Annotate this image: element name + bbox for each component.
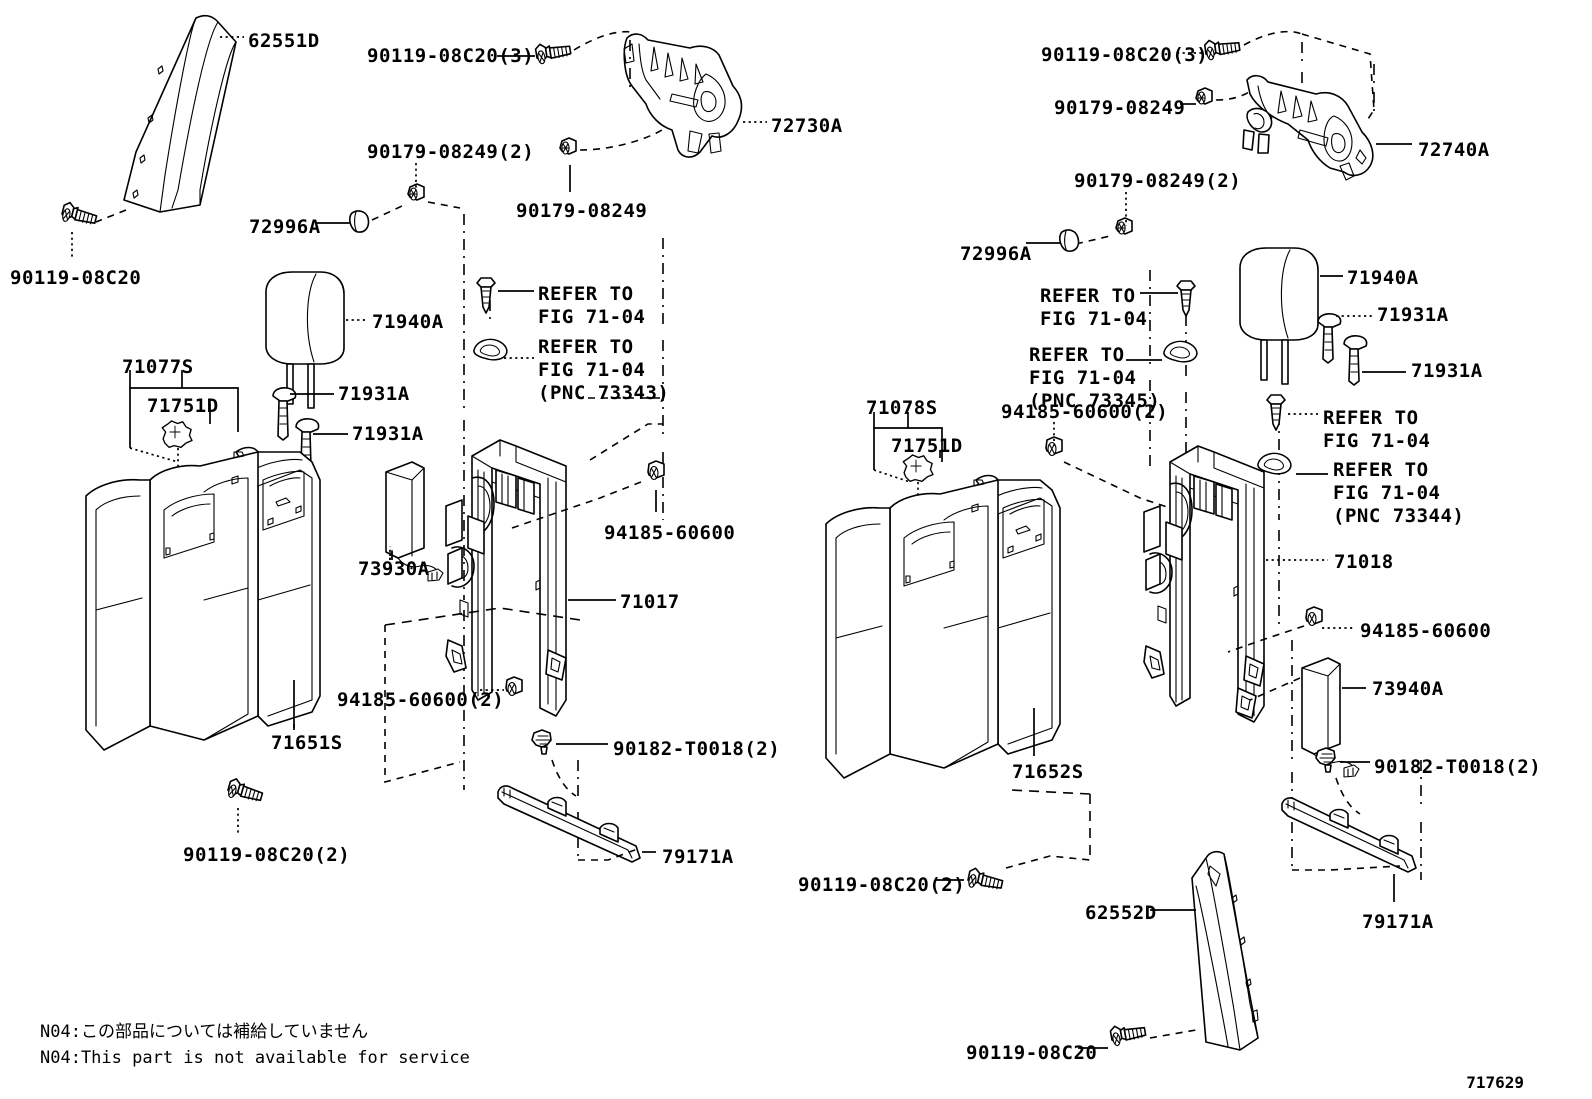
part-label-90119-08c20-right: 90119-08C20: [966, 1042, 1098, 1064]
refer-note-fig71-04-pnc73345: REFER TO FIG 71-04 (PNC 73345): [1029, 344, 1161, 412]
part-90119-bolt-right-2x: [965, 866, 1005, 895]
part-label-71018: 71018: [1334, 551, 1394, 573]
part-71940a-headrest-left: [265, 271, 345, 409]
part-90119-bolt-left-3x: [534, 39, 573, 66]
part-label-73930a: 73930A: [358, 558, 430, 580]
refer-note-fig71-04-pnc73344: REFER TO FIG 71-04 (PNC 73344): [1333, 459, 1465, 527]
part-label-90119-08c20: 90119-08C20: [10, 267, 142, 289]
part-62552d-trim: [1191, 850, 1259, 1051]
part-refer-bolt-left: [476, 277, 496, 314]
part-label-71651s: 71651S: [271, 732, 343, 754]
part-label-71931a-right-b: 71931A: [1411, 360, 1483, 382]
part-label-71652s: 71652S: [1012, 761, 1084, 783]
part-71018-frame-right: [1143, 445, 1265, 723]
footnote-n04-english: N04:This part is not available for servi…: [40, 1048, 470, 1068]
refer-note-fig71-04-left-1: REFER TO FIG 71-04: [538, 283, 646, 328]
part-71931a-bolt-left-a: [272, 387, 297, 441]
leader-62551d-bolt: [95, 209, 127, 223]
part-label-71931a-left-b: 71931A: [352, 423, 424, 445]
part-refer-guide-left: [473, 338, 508, 361]
part-94185-nut-right-mid: [1305, 606, 1323, 627]
part-71652s-seatback-right: [825, 474, 1061, 779]
part-90182-clip-right: [1315, 747, 1336, 773]
part-label-90119-08c20-3: 90119-08C20(3): [367, 45, 535, 67]
part-label-71751d-left: 71751D: [147, 395, 219, 417]
part-label-72740a: 72740A: [1418, 139, 1490, 161]
part-label-62551d: 62551D: [248, 30, 320, 52]
part-73940a-module-right: [1301, 657, 1360, 778]
part-90119-bolt-left-2x: [225, 776, 266, 807]
part-label-90119-08c20-2-right: 90119-08C20(2): [798, 874, 966, 896]
part-label-79171a-left: 79171A: [662, 846, 734, 868]
part-label-71017: 71017: [620, 591, 680, 613]
part-72996a-cap: [349, 210, 370, 233]
part-90179-nut-right-2: [1115, 217, 1133, 235]
part-label-90119-08c20-3-right: 90119-08C20(3): [1041, 44, 1209, 66]
part-72740a-bracket: [1242, 74, 1374, 181]
part-71931a-bolt-right-a: [1317, 313, 1342, 364]
part-90119-bolt-right-1: [1108, 1020, 1148, 1048]
part-71751d-clip: [161, 420, 193, 448]
part-label-79171a-right: 79171A: [1362, 911, 1434, 933]
part-label-90179-08249-right: 90179-08249: [1054, 97, 1186, 119]
figure-number: 717629: [1466, 1073, 1524, 1092]
refer-note-fig71-04-right-2: REFER TO FIG 71-04: [1323, 407, 1431, 452]
refer-note-fig71-04-pnc73343: REFER TO FIG 71-04 (PNC 73343): [538, 336, 670, 404]
part-label-71940a-left: 71940A: [372, 311, 444, 333]
part-label-90182-t0018-left: 90182-T0018(2): [613, 738, 781, 760]
part-71017-frame-left: [445, 439, 567, 717]
part-label-71077s: 71077S: [122, 356, 194, 378]
part-71651s-seatback-left: [85, 446, 321, 751]
part-label-90179-08249-2: 90179-08249(2): [367, 141, 535, 163]
part-90179-nut-left-1: [559, 137, 577, 155]
part-label-94185-60600-right: 94185-60600: [1360, 620, 1492, 642]
part-79171a-cover-left: [497, 785, 641, 863]
bracket-71077s: [129, 370, 239, 432]
part-refer-bolt-right-2: [1266, 394, 1286, 431]
refer-note-fig71-04-right-1: REFER TO FIG 71-04: [1040, 285, 1148, 330]
part-90182-clip-left: [531, 729, 552, 755]
part-label-71931a-right-a: 71931A: [1377, 304, 1449, 326]
part-94185-nut-left-upper: [647, 460, 665, 481]
part-79171a-cover-right: [1281, 797, 1417, 873]
part-90119-bolt-right-3x: [1203, 35, 1242, 62]
part-71940a-headrest-right: [1239, 247, 1319, 385]
part-label-90182-t0018-right: 90182-T0018(2): [1374, 756, 1542, 778]
part-label-71751d-right: 71751D: [891, 435, 963, 457]
part-62551d-trim: [123, 14, 237, 213]
part-label-72730a: 72730A: [771, 115, 843, 137]
part-label-90179-08249-2-right: 90179-08249(2): [1074, 170, 1242, 192]
footnote-n04-japanese: N04:この部品については補給していません: [40, 1022, 369, 1042]
part-label-71078s: 71078S: [866, 397, 938, 419]
part-label-72996a-right: 72996A: [960, 243, 1032, 265]
part-72730a-bracket: [623, 33, 743, 158]
part-refer-bolt-right-1: [1176, 280, 1196, 317]
part-label-71931a-left-a: 71931A: [338, 383, 410, 405]
part-label-62552d: 62552D: [1085, 902, 1157, 924]
part-71751d-clip-right: [902, 454, 934, 482]
part-label-72996a: 72996A: [249, 216, 321, 238]
part-label-90119-08c20-2-left: 90119-08C20(2): [183, 844, 351, 866]
dash-71651s-bolt: [384, 625, 461, 784]
part-label-90179-08249: 90179-08249: [516, 200, 648, 222]
part-refer-guide-right-1: [1163, 340, 1198, 363]
part-label-94185-60600-left-lower: 94185-60600(2): [337, 689, 505, 711]
part-label-71940a-right: 71940A: [1347, 267, 1419, 289]
part-90119-bolt-left-1: [59, 200, 99, 230]
part-label-73940a: 73940A: [1372, 678, 1444, 700]
part-label-94185-60600-2-right: 94185-60600(2): [1001, 401, 1169, 423]
part-label-94185-60600-left-upper: 94185-60600: [604, 522, 736, 544]
part-90179-nut-right-1: [1195, 87, 1213, 105]
part-73930a-module-left: [385, 461, 444, 582]
part-72996a-cap-right: [1059, 229, 1080, 252]
leader-71077s-down: [129, 447, 179, 463]
part-71931a-bolt-right-b: [1343, 335, 1368, 386]
part-94185-nut-left-lower: [505, 676, 523, 697]
